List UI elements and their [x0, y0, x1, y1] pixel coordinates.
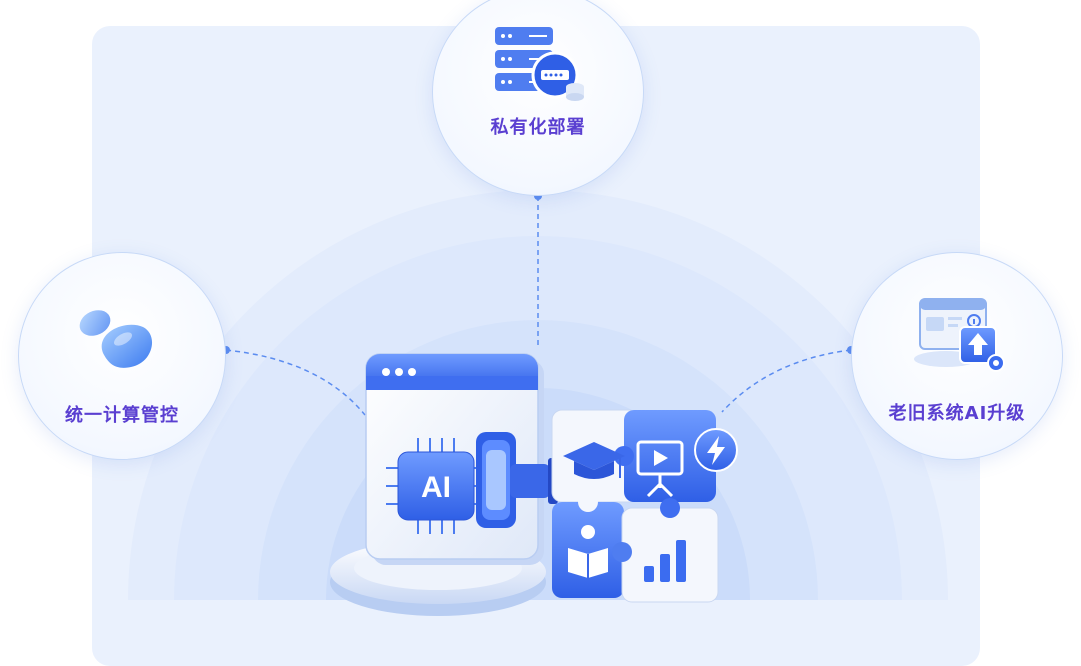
scene-graphic: AI	[174, 192, 902, 616]
presentation-board-icon	[636, 440, 684, 498]
lightning-icon	[694, 428, 738, 472]
connector-lines	[225, 196, 852, 416]
feature-label-right: 老旧系统AI升级	[888, 403, 1026, 424]
graduation-cap-icon	[563, 442, 625, 479]
bar-chart-icon	[644, 540, 686, 582]
feature-label-left: 统一计算管控	[65, 405, 179, 426]
feature-unified-compute-control: 统一计算管控	[18, 252, 226, 460]
ai-chip-label: AI	[421, 471, 451, 504]
ai-window	[365, 353, 544, 565]
person-reading-icon	[568, 525, 608, 578]
feature-label-top: 私有化部署	[490, 117, 586, 138]
beans-icon	[79, 310, 153, 368]
upgrade-window-icon	[914, 298, 1005, 372]
feature-legacy-ai-upgrade: 老旧系统AI升级	[851, 252, 1063, 460]
feature-private-deployment: 私有化部署	[432, 0, 644, 196]
server-icon	[495, 27, 584, 101]
plug-connector	[476, 432, 558, 528]
play-icon	[654, 450, 668, 466]
